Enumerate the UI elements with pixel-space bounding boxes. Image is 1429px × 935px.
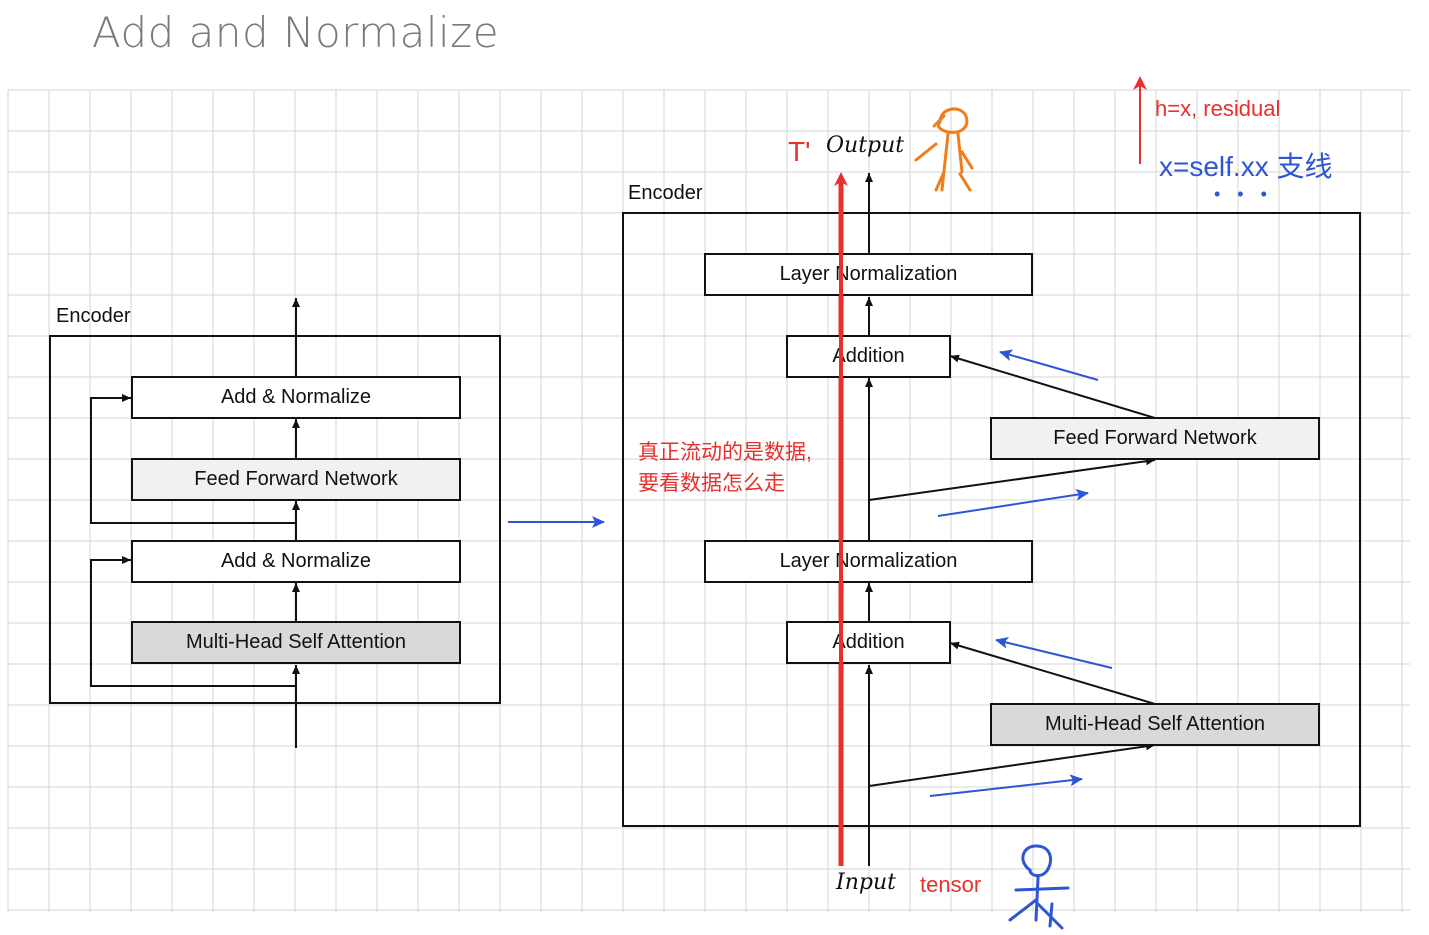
blue-arrow-2 [937, 488, 1089, 517]
tensor-label: tensor [920, 872, 982, 897]
left-connectors [49, 298, 501, 748]
branch-note: x=self.xx 支线 [1159, 151, 1333, 182]
left-feed-forward-network: Feed Forward Network [131, 458, 461, 501]
residual-note: h=x, residual [1155, 96, 1281, 121]
input-label: Input [836, 870, 896, 895]
right-encoder-frame [622, 212, 1361, 827]
left-add-normalize-top: Add & Normalize [131, 376, 461, 419]
right-connectors [622, 173, 1361, 866]
blue-arrow-1 [999, 349, 1099, 381]
left-encoder-label: Encoder [56, 305, 131, 327]
blue-stick-figure [1008, 844, 1070, 930]
orange-stick-figure [914, 107, 974, 192]
left-add-normalize-bottom: Add & Normalize [131, 540, 461, 583]
data-flow-note-line1: 真正流动的是数据, [638, 441, 812, 464]
blue-arrow-3 [995, 636, 1113, 669]
right-feed-forward-network: Feed Forward Network [990, 417, 1320, 460]
output-label: Output [826, 133, 905, 158]
addition-top: Addition [786, 335, 951, 378]
left-multi-head-self-attention: Multi-Head Self Attention [131, 621, 461, 664]
blue-arrow-4 [929, 774, 1083, 797]
blue-annotations [508, 349, 1113, 930]
layer-normalization-top: Layer Normalization [704, 253, 1033, 296]
layer-normalization-bottom: Layer Normalization [704, 540, 1033, 583]
page-title: Add and Normalize [92, 8, 500, 57]
red-annotations [834, 76, 1147, 866]
ellipsis-dots: • • • [1214, 184, 1273, 204]
data-flow-note-line2: 要看数据怎么走 [638, 472, 785, 495]
right-encoder-label: Encoder [628, 182, 703, 204]
t-prime-label: T' [788, 136, 811, 167]
right-multi-head-self-attention: Multi-Head Self Attention [990, 703, 1320, 746]
left-encoder-frame [49, 335, 501, 704]
addition-bottom: Addition [786, 621, 951, 664]
